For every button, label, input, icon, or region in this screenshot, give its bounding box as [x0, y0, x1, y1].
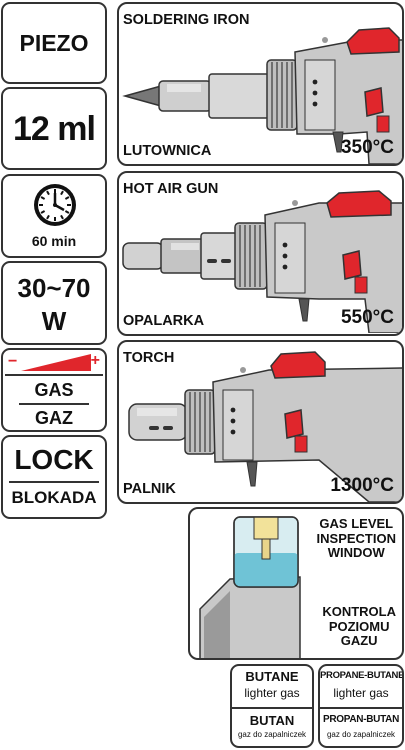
- inspection-line: INSPECTION: [316, 530, 396, 546]
- mode-title: SOLDERING IRON: [123, 12, 250, 28]
- inspection-label-en: GAS LEVEL INSPECTION WINDOW: [316, 516, 396, 561]
- mode-panel-torch: TORCH PALNIK 1300°C: [117, 340, 404, 504]
- power-range-label: 30~70: [17, 273, 91, 303]
- mode-title: TORCH: [123, 350, 175, 366]
- gas-name-pl: BUTAN: [249, 713, 295, 728]
- torch-icon: [128, 351, 402, 502]
- gas-name-en: BUTANE: [245, 669, 299, 684]
- clock-icon: [34, 184, 76, 226]
- mode-panel-hot-air-gun: HOT AIR GUN OPALARKA 550°C: [117, 171, 404, 336]
- gas-control-badge: − + GAS GAZ: [1, 348, 107, 432]
- gas-plus-sign: +: [90, 352, 100, 369]
- soldering-iron-icon: [122, 27, 402, 164]
- gas-type-butane: BUTANE lighter gas BUTAN gaz do zapalnic…: [230, 664, 314, 748]
- gas-desc-pl: gaz do zapalniczek: [326, 730, 396, 739]
- divider: [232, 707, 312, 709]
- lock-label-en: LOCK: [14, 444, 94, 475]
- gas-label-pl: GAZ: [35, 408, 73, 428]
- mode-panel-soldering-iron: SOLDERING IRON LUTOWNICA 350°C: [117, 2, 404, 166]
- inspection-line: POZIOMU: [328, 618, 390, 634]
- gas-minus-sign: −: [8, 353, 18, 370]
- inspection-line: GAS LEVEL: [319, 516, 394, 531]
- mode-temperature: 350°C: [340, 137, 394, 158]
- mode-subtitle: LUTOWNICA: [123, 143, 212, 159]
- capacity-label: 12 ml: [13, 110, 96, 148]
- gas-inspection-panel: GAS LEVEL INSPECTION WINDOW KONTROLA POZ…: [188, 507, 404, 660]
- divider: [320, 707, 402, 709]
- gas-ramp-icon: [21, 354, 91, 371]
- hot-air-gun-icon: [122, 190, 402, 333]
- gas-type-propane-butane: PROPANE-BUTANE lighter gas PROPAN-BUTAN …: [318, 664, 404, 748]
- power-unit-label: W: [41, 306, 67, 336]
- power-badge: 30~70 W: [1, 261, 107, 345]
- lock-label-pl: BLOKADA: [11, 488, 97, 507]
- mode-temperature: 1300°C: [330, 475, 394, 496]
- piezo-label: PIEZO: [19, 30, 89, 56]
- capacity-badge: 12 ml: [1, 87, 107, 170]
- inspection-line: GAZU: [340, 633, 378, 649]
- inspection-line: WINDOW: [327, 545, 385, 561]
- gas-desc-en: lighter gas: [333, 686, 389, 700]
- gas-label-en: GAS: [34, 380, 74, 400]
- gas-desc-en: lighter gas: [244, 686, 300, 700]
- gas-tank-icon: [199, 516, 301, 658]
- gas-name-en: PROPANE-BUTANE: [320, 670, 404, 681]
- lock-badge: LOCK BLOKADA: [1, 435, 107, 519]
- gas-name-pl: PROPAN-BUTAN: [322, 714, 400, 725]
- mode-temperature: 550°C: [340, 307, 394, 328]
- inspection-line: KONTROLA: [322, 604, 396, 619]
- runtime-badge: 60 min: [1, 174, 107, 258]
- gas-desc-pl: gaz do zapalniczek: [237, 730, 307, 739]
- mode-subtitle: PALNIK: [123, 481, 176, 497]
- inspection-label-pl: KONTROLA POZIOMU GAZU: [322, 604, 396, 649]
- mode-title: HOT AIR GUN: [123, 181, 219, 197]
- piezo-badge: PIEZO: [1, 2, 107, 84]
- runtime-label: 60 min: [31, 233, 77, 249]
- mode-subtitle: OPALARKA: [123, 313, 205, 329]
